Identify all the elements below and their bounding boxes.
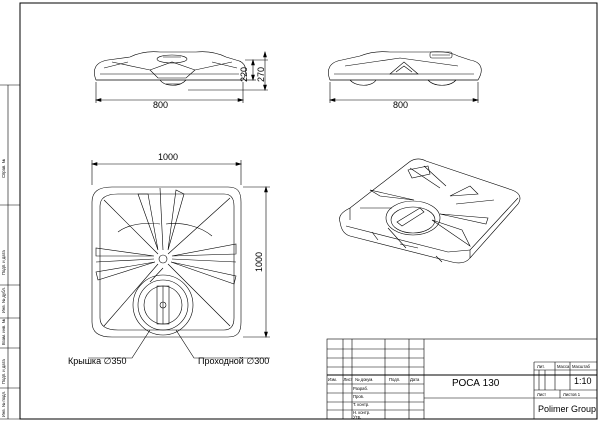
side-view [328, 51, 482, 86]
scale-label: Масштаб [572, 364, 591, 369]
lid-label: Крышка [68, 356, 101, 366]
passage-dia: 300 [254, 356, 269, 366]
row-nkontr: Н. контр. [353, 410, 370, 415]
title-block [326, 338, 598, 420]
col-doc: № докум. [355, 377, 373, 382]
strip-label-4: Взам. инв. № [1, 319, 6, 345]
front-dims [94, 50, 268, 103]
side-width-label: 800 [393, 100, 408, 110]
row-utv: Утв. [353, 415, 361, 420]
front-height-inner-label: 220 [239, 67, 249, 82]
sheet-border [19, 2, 598, 420]
col-list: Лист [344, 377, 353, 382]
strip-label-6: Инв. № подл. [1, 391, 6, 417]
lid-dia-symbol: ∅ [104, 356, 112, 366]
top-height-label: 1000 [254, 252, 264, 272]
strip-label-5: Подп. и дата [1, 359, 6, 384]
company-name: Polimer Group [538, 404, 596, 414]
left-strip [0, 84, 20, 420]
front-view [94, 51, 246, 86]
product-name: РОСА 130 [452, 378, 500, 389]
top-dims [88, 160, 270, 359]
strip-label-3: Инв. № дубл. [1, 287, 6, 313]
col-date: Дата [410, 377, 420, 382]
sheet-label: Лист [537, 392, 546, 397]
top-lid [132, 274, 194, 336]
isometric-view [339, 158, 521, 264]
col-sign: Подп. [389, 377, 400, 382]
mass-label: Масса [557, 364, 570, 369]
row-razrab: Разраб. [353, 386, 368, 391]
strip-label-2: Подп. и дата [1, 250, 6, 275]
sheets-label: Листов 1 [563, 392, 581, 397]
front-height-total-label: 270 [256, 67, 266, 82]
col-izm: Изм. [328, 377, 337, 382]
passage-dia-symbol: ∅ [246, 356, 254, 366]
lid-dia: 350 [111, 356, 126, 366]
scale-value: 1:10 [574, 376, 592, 386]
strip-label-1: Справ. № [1, 158, 6, 178]
top-width-label: 1000 [158, 152, 178, 162]
top-ribs [95, 187, 237, 327]
top-view [91, 186, 242, 338]
side-dims [328, 82, 480, 103]
row-prov: Пров. [353, 394, 364, 399]
row-tkontr: Т. контр. [353, 402, 369, 407]
lit-label: Лит. [537, 364, 545, 369]
passage-callout: Проходной ∅300 [198, 356, 269, 366]
lid-callout: Крышка ∅350 [68, 356, 126, 366]
front-width-label: 800 [153, 100, 168, 110]
passage-label: Проходной [198, 356, 244, 366]
